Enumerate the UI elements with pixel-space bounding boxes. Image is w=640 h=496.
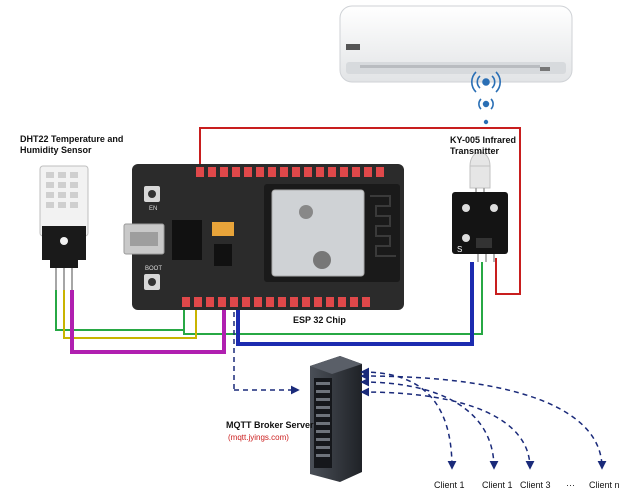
esp32-label: ESP 32 Chip	[293, 315, 346, 325]
air-conditioner-icon	[339, 5, 573, 83]
ky005-label: KY-005 Infrared Transmitter	[450, 135, 517, 156]
ir-signal-icon	[471, 71, 501, 125]
client-ellipsis: ···	[566, 480, 575, 490]
wire-red	[199, 127, 521, 295]
ir-s-pin-label: S	[457, 245, 463, 254]
client-label: Client 1	[482, 480, 513, 490]
client-links	[360, 367, 607, 470]
en-button-label: EN	[149, 206, 158, 212]
server-rack-icon	[310, 356, 362, 482]
ir-transmitter-icon	[452, 151, 508, 262]
client-label: Client n	[589, 480, 620, 490]
wire-magenta	[70, 290, 226, 354]
client-label: Client 1	[434, 480, 465, 490]
dht22-sensor-icon	[39, 165, 89, 290]
boot-button-label: BOOT	[145, 266, 163, 272]
wire-yellow	[63, 290, 197, 339]
esp32-board-icon	[123, 164, 404, 310]
mqtt-title: MQTT Broker Server	[226, 420, 314, 430]
mqtt-host: (mqtt.jyings.com)	[228, 433, 289, 442]
wire-green	[55, 262, 483, 335]
client-label: Client 3	[520, 480, 551, 490]
wire-blue	[236, 262, 474, 346]
dht22-label: DHT22 Temperature and Humidity Sensor	[20, 134, 124, 155]
